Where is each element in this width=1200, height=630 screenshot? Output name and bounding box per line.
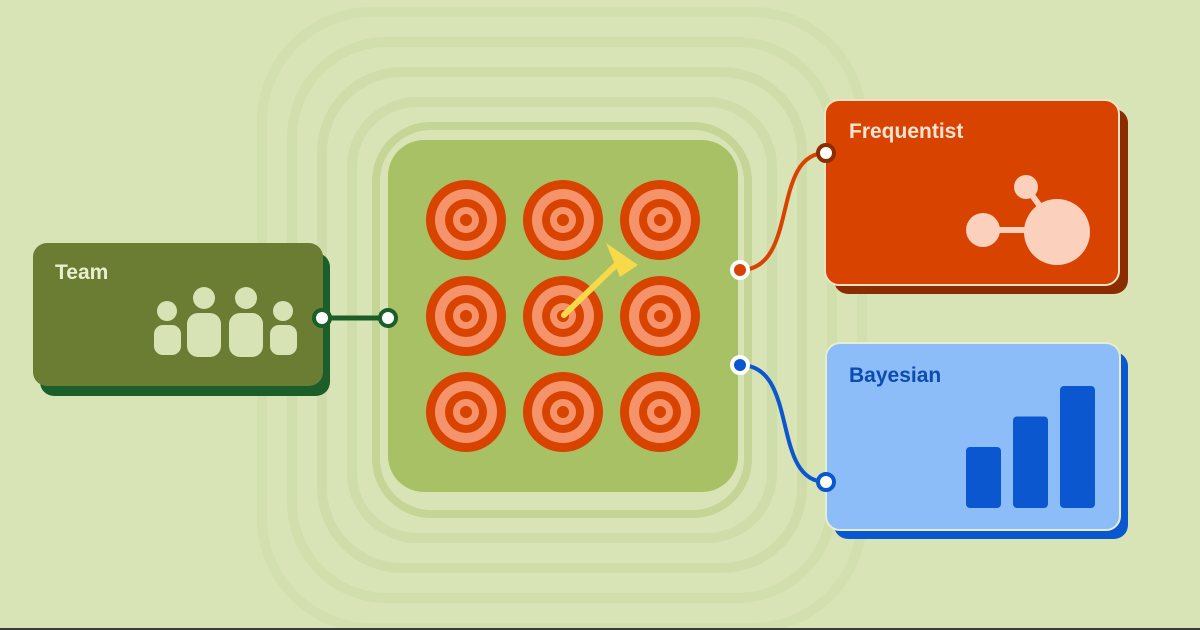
team-node-right bbox=[378, 308, 398, 328]
bayesian-card: Bayesian bbox=[825, 342, 1128, 539]
frequentist-connector bbox=[739, 151, 827, 272]
target-icon bbox=[620, 180, 700, 260]
frequentist-card: Frequentist bbox=[824, 99, 1128, 294]
frequentist-node-start bbox=[730, 260, 750, 280]
frequentist-card-title: Frequentist bbox=[849, 120, 963, 143]
bar-chart-icon bbox=[966, 386, 1095, 508]
bayesian-connector bbox=[739, 363, 827, 484]
target-icon bbox=[620, 372, 700, 452]
target-icon bbox=[426, 276, 506, 356]
bayesian-node-end bbox=[816, 472, 836, 492]
dart-icon bbox=[561, 243, 638, 318]
target-icon bbox=[426, 180, 506, 260]
team-card: Team bbox=[33, 243, 330, 396]
connector-nodes bbox=[312, 143, 836, 492]
bayesian-node-start bbox=[730, 355, 750, 375]
people-group-icon bbox=[154, 287, 297, 357]
target-icon bbox=[426, 372, 506, 452]
target-icon bbox=[523, 180, 603, 260]
bar-chart-bar bbox=[1060, 386, 1095, 508]
bar-chart-bar bbox=[966, 447, 1001, 508]
bottom-rule bbox=[0, 628, 1200, 630]
target-grid-icon bbox=[426, 180, 700, 452]
connected-nodes-icon bbox=[966, 175, 1090, 265]
frequentist-node-end bbox=[816, 143, 836, 163]
target-icon bbox=[523, 372, 603, 452]
team-card-title: Team bbox=[55, 261, 108, 284]
bar-chart-bar bbox=[1013, 416, 1048, 508]
bayesian-card-title: Bayesian bbox=[849, 364, 941, 387]
team-node-left bbox=[312, 308, 332, 328]
target-icon bbox=[620, 276, 700, 356]
